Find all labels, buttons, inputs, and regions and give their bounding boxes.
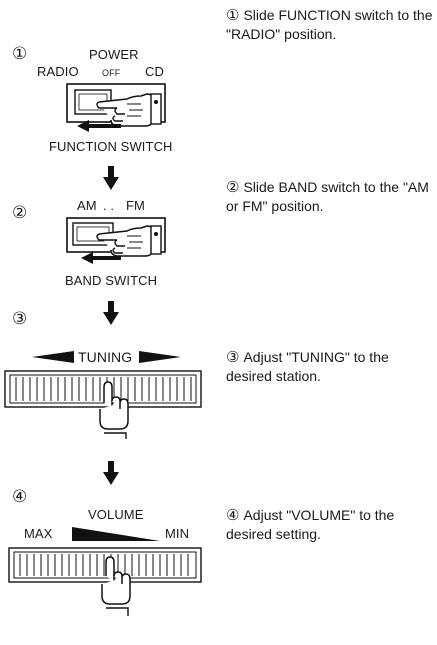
step-3-number: ③ xyxy=(12,309,28,329)
step-2-instruction-text: Slide BAND switch to the "AM or FM" posi… xyxy=(226,179,429,214)
fm-label: FM xyxy=(126,198,145,213)
min-label: MIN xyxy=(165,526,190,541)
down-arrow-icon xyxy=(103,166,119,190)
step-4-instruction-number: ④ xyxy=(226,506,240,524)
step-4-instruction-text: Adjust "VOLUME" to the desired setting. xyxy=(226,507,395,542)
function-switch-caption: FUNCTION SWITCH xyxy=(49,139,173,154)
am-label: AM xyxy=(77,198,97,213)
down-arrow-icon xyxy=(103,301,119,325)
volume-dial-icon xyxy=(8,547,202,616)
tuning-label: TUNING xyxy=(78,349,133,365)
tuning-left-arrow-icon xyxy=(32,351,74,363)
step-1-number: ① xyxy=(12,44,28,64)
cd-label: CD xyxy=(145,64,164,79)
down-arrow-icon xyxy=(103,461,119,485)
step-2-instruction-number: ② xyxy=(226,178,240,196)
step-1-instruction-number: ① xyxy=(226,6,240,24)
volume-label: VOLUME xyxy=(88,507,144,522)
function-switch-icon xyxy=(66,83,166,132)
radio-label: RADIO xyxy=(37,64,79,79)
step-4-number: ④ xyxy=(12,487,28,507)
step-3-instruction-text: Adjust "TUNING" to the desired station. xyxy=(226,349,389,384)
tuning-right-arrow-icon xyxy=(139,351,181,363)
power-label: POWER xyxy=(89,47,139,62)
max-label: MAX xyxy=(24,526,53,541)
step-2-number: ② xyxy=(12,203,28,223)
band-switch-caption: BAND SWITCH xyxy=(65,273,158,288)
off-label: OFF xyxy=(102,68,121,78)
volume-wedge-icon xyxy=(72,527,160,541)
step-3-instruction-number: ③ xyxy=(226,348,240,366)
band-dots: . . xyxy=(103,198,115,213)
step-1-instruction-text: Slide FUNCTION switch to the "RADIO" pos… xyxy=(226,7,433,42)
band-switch-icon xyxy=(66,217,166,264)
tuning-dial-icon xyxy=(4,370,202,439)
